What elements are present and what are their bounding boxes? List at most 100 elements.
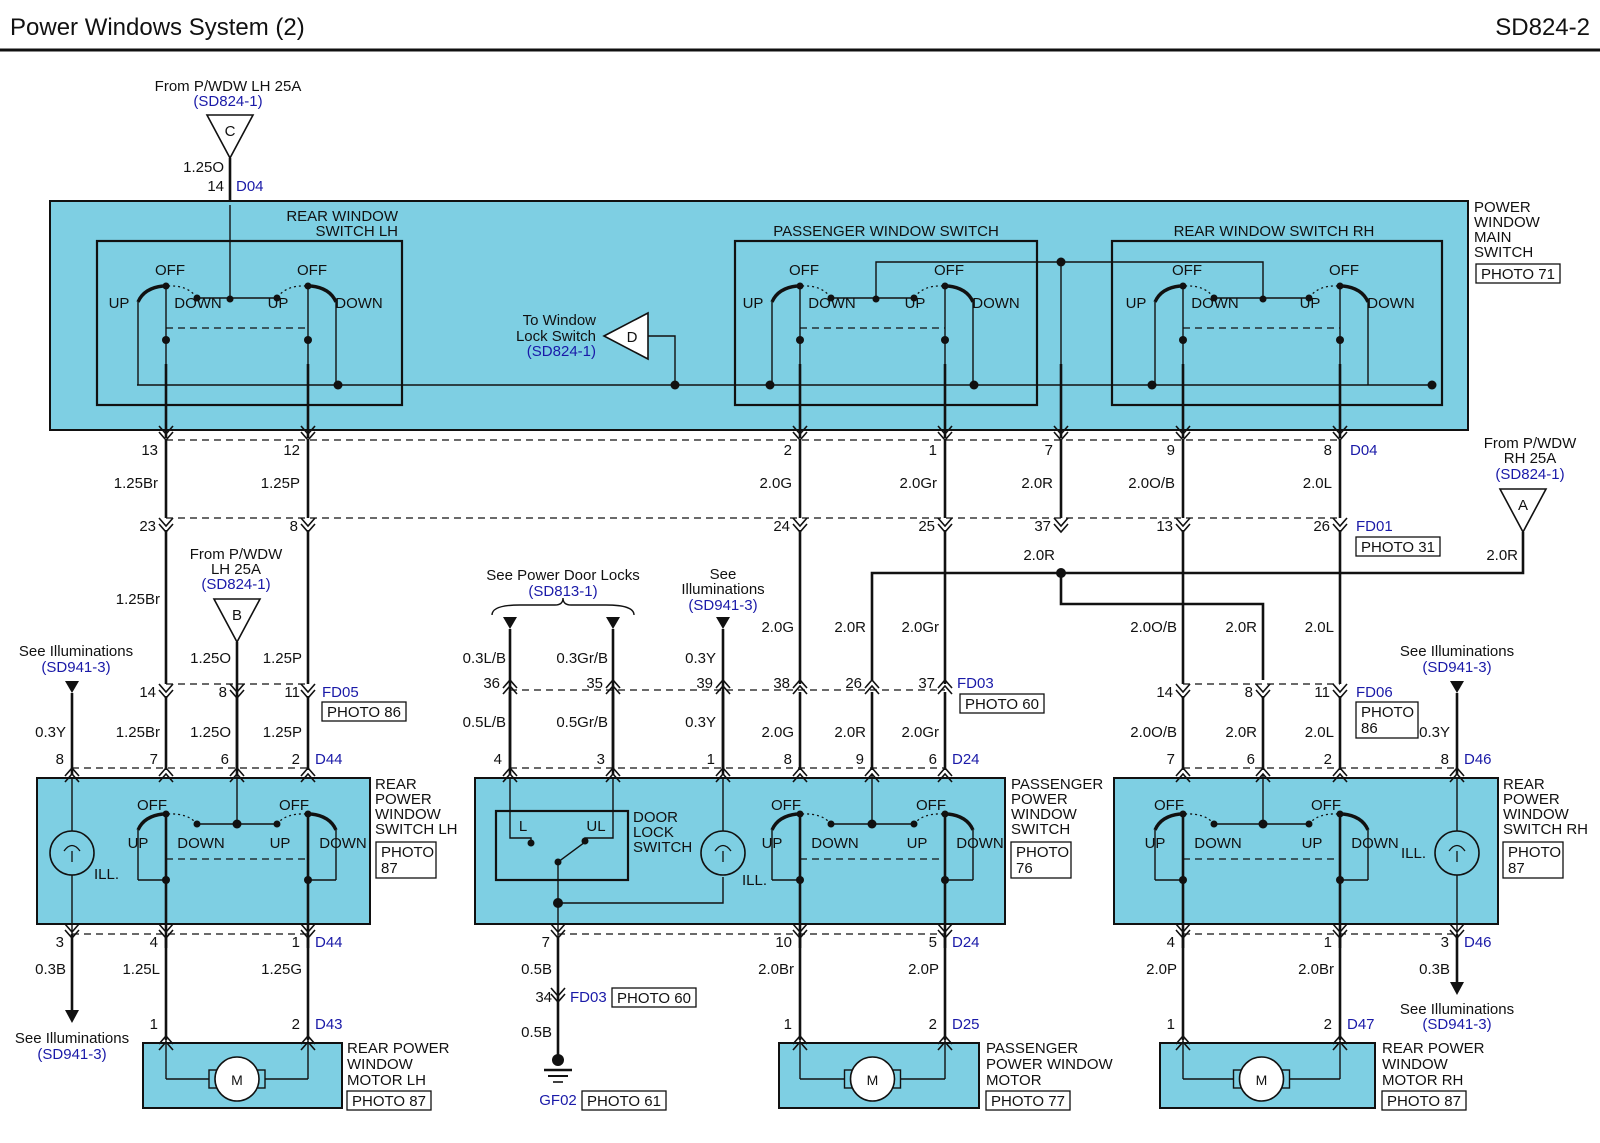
svg-text:UP: UP (762, 835, 783, 852)
svg-text:13: 13 (141, 442, 158, 459)
svg-text:6: 6 (221, 751, 229, 768)
svg-text:UP: UP (743, 295, 764, 312)
svg-text:2.0Gr: 2.0Gr (899, 475, 937, 492)
svg-text:1: 1 (929, 442, 937, 459)
motor-icon (1238, 1056, 1285, 1102)
rear-window-switch-lh (95, 239, 404, 407)
svg-text:WINDOW: WINDOW (1474, 214, 1541, 231)
ground-symbol (544, 1054, 572, 1083)
ref-c-link[interactable]: (SD824-1) (193, 93, 262, 110)
svg-text:REAR: REAR (1503, 776, 1545, 793)
svg-text:4: 4 (1167, 934, 1175, 951)
svg-text:3: 3 (597, 751, 605, 768)
photo-77[interactable]: PHOTO 77 (991, 1093, 1065, 1110)
svg-text:UP: UP (1126, 295, 1147, 312)
svg-text:1.25L: 1.25L (122, 961, 160, 978)
svg-text:PHOTO[interactable]: PHOTO (1361, 704, 1414, 721)
svg-text:LOCK: LOCK (633, 824, 674, 841)
svg-text:DOWN: DOWN (972, 295, 1020, 312)
svg-text:(SD813-1)[interactable]: (SD813-1) (528, 583, 597, 600)
svg-text:SWITCH: SWITCH (633, 839, 692, 856)
photo-87-rh[interactable]: PHOTO 87 (1387, 1093, 1461, 1110)
svg-text:(SD941-3)[interactable]: (SD941-3) (688, 597, 757, 614)
svg-text:D24: D24 (952, 934, 980, 951)
svg-text:35: 35 (586, 675, 603, 692)
photo-60-ground[interactable]: PHOTO 60 (617, 990, 691, 1007)
svg-text:10: 10 (775, 934, 792, 951)
svg-text:UP: UP (907, 835, 928, 852)
svg-text:DOWN: DOWN (1191, 295, 1239, 312)
svg-text:PHOTO[interactable]: PHOTO (381, 844, 434, 861)
svg-text:FD03: FD03 (570, 989, 607, 1006)
svg-text:4: 4 (494, 751, 502, 768)
svg-text:(SD941-3)[interactable]: (SD941-3) (37, 1046, 106, 1063)
svg-text:76[interactable]: 76 (1016, 860, 1033, 877)
svg-text:0.3Gr/B: 0.3Gr/B (556, 650, 608, 667)
photo-61[interactable]: PHOTO 61 (587, 1093, 661, 1110)
svg-text:2.0G: 2.0G (761, 724, 794, 741)
svg-text:5: 5 (929, 934, 937, 951)
svg-text:86[interactable]: 86 (1361, 720, 1378, 737)
svg-text:WINDOW: WINDOW (375, 806, 442, 823)
svg-text:RH 25A: RH 25A (1504, 450, 1557, 467)
svg-text:FD03: FD03 (957, 675, 994, 692)
svg-text:1: 1 (292, 934, 300, 951)
svg-text:2.0L: 2.0L (1305, 724, 1334, 741)
svg-text:OFF: OFF (137, 797, 167, 814)
svg-text:POWER: POWER (1011, 791, 1068, 808)
photo-60[interactable]: PHOTO 60 (965, 696, 1039, 713)
svg-text:FD05: FD05 (322, 684, 359, 701)
photo-87-lh[interactable]: PHOTO 87 (352, 1093, 426, 1110)
svg-text:UP: UP (109, 295, 130, 312)
svg-text:WINDOW: WINDOW (1382, 1056, 1449, 1073)
svg-text:(SD941-3)[interactable]: (SD941-3) (41, 659, 110, 676)
svg-text:UL: UL (586, 818, 605, 835)
svg-text:OFF: OFF (934, 262, 964, 279)
svg-text:2.0G: 2.0G (761, 619, 794, 636)
svg-text:1.25G: 1.25G (261, 961, 302, 978)
svg-text:8: 8 (1441, 751, 1449, 768)
photo-71[interactable]: PHOTO 71 (1481, 266, 1555, 283)
svg-text:See Illuminations: See Illuminations (1400, 643, 1514, 660)
svg-text:UP: UP (905, 295, 926, 312)
svg-text:See Illuminations: See Illuminations (19, 643, 133, 660)
svg-text:PHOTO[interactable]: PHOTO (1508, 844, 1561, 861)
svg-text:(SD941-3)[interactable]: (SD941-3) (1422, 659, 1491, 676)
svg-text:0.3Y: 0.3Y (1419, 724, 1450, 741)
svg-text:MOTOR: MOTOR (986, 1072, 1042, 1089)
svg-text:(SD941-3)[interactable]: (SD941-3) (1422, 1016, 1491, 1033)
svg-text:2.0R: 2.0R (834, 619, 866, 636)
svg-text:(SD824-1)[interactable]: (SD824-1) (201, 576, 270, 593)
svg-text:87[interactable]: 87 (1508, 860, 1525, 877)
svg-text:6: 6 (1247, 751, 1255, 768)
svg-text:8: 8 (1245, 684, 1253, 701)
svg-text:LH 25A: LH 25A (211, 561, 261, 578)
svg-text:2.0R: 2.0R (1486, 547, 1518, 564)
svg-text:14: 14 (139, 684, 156, 701)
svg-text:UP: UP (1302, 835, 1323, 852)
svg-text:WINDOW: WINDOW (347, 1056, 414, 1073)
svg-text:2.0G: 2.0G (759, 475, 792, 492)
svg-text:D25: D25 (952, 1016, 980, 1033)
rear-window-switch-rh (1110, 239, 1444, 407)
svg-text:87[interactable]: 87 (381, 860, 398, 877)
svg-text:PHOTO[interactable]: PHOTO (1016, 844, 1069, 861)
svg-text:0.3Y: 0.3Y (35, 724, 66, 741)
svg-text:(SD824-1)[interactable]: (SD824-1) (527, 343, 596, 360)
svg-text:3: 3 (56, 934, 64, 951)
svg-text:0.5B: 0.5B (521, 1024, 552, 1041)
svg-text:26: 26 (1313, 518, 1330, 535)
svg-text:B: B (232, 607, 242, 624)
svg-text:POWER WINDOW: POWER WINDOW (986, 1056, 1113, 1073)
svg-text:WINDOW: WINDOW (1503, 806, 1570, 823)
photo-31[interactable]: PHOTO 31 (1361, 539, 1435, 556)
svg-text:8: 8 (1324, 442, 1332, 459)
svg-text:OFF: OFF (1329, 262, 1359, 279)
svg-text:6: 6 (929, 751, 937, 768)
svg-text:(SD824-1)[interactable]: (SD824-1) (1495, 466, 1564, 483)
photo-86[interactable]: PHOTO 86 (327, 704, 401, 721)
svg-text:0.5Gr/B: 0.5Gr/B (556, 714, 608, 731)
svg-text:2: 2 (292, 1016, 300, 1033)
door-lock-switch (494, 809, 630, 882)
svg-text:POWER: POWER (1474, 199, 1531, 216)
